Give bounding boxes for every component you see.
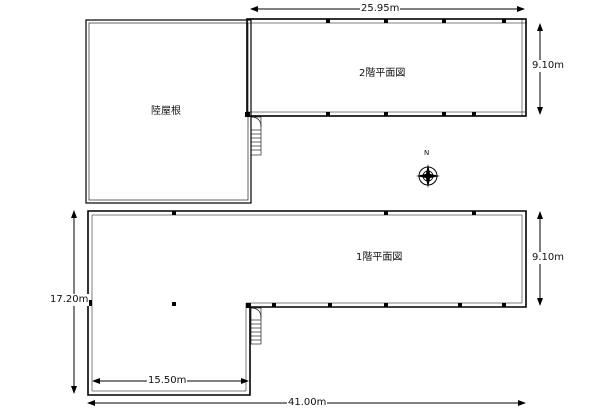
floor2-plan-label: 2階平面図 [359,68,406,79]
floor1-total-width-dimension: 41.00m [287,397,328,409]
floor1-stair [250,307,262,345]
floor1-plan-outline [87,210,527,396]
floor2-width-dimension: 25.95m [360,3,401,15]
floor2-plan-outline [245,18,527,117]
north-label: N [424,149,430,157]
floor1-lower-width-dimension: 15.50m [147,375,188,387]
flat-roof-outline [85,19,252,204]
north-compass-icon [416,164,440,188]
floor2-depth-dimension: 9.10m [531,60,566,72]
floor2-stair [250,116,262,156]
floor1-plan-label: 1階平面図 [356,252,403,263]
flat-roof-label: 陸屋根 [151,106,181,117]
floor1-depth-dimension: 9.10m [531,252,566,264]
dimension-lines [71,6,543,406]
floor1-total-depth-dimension: 17.20m [49,294,90,306]
